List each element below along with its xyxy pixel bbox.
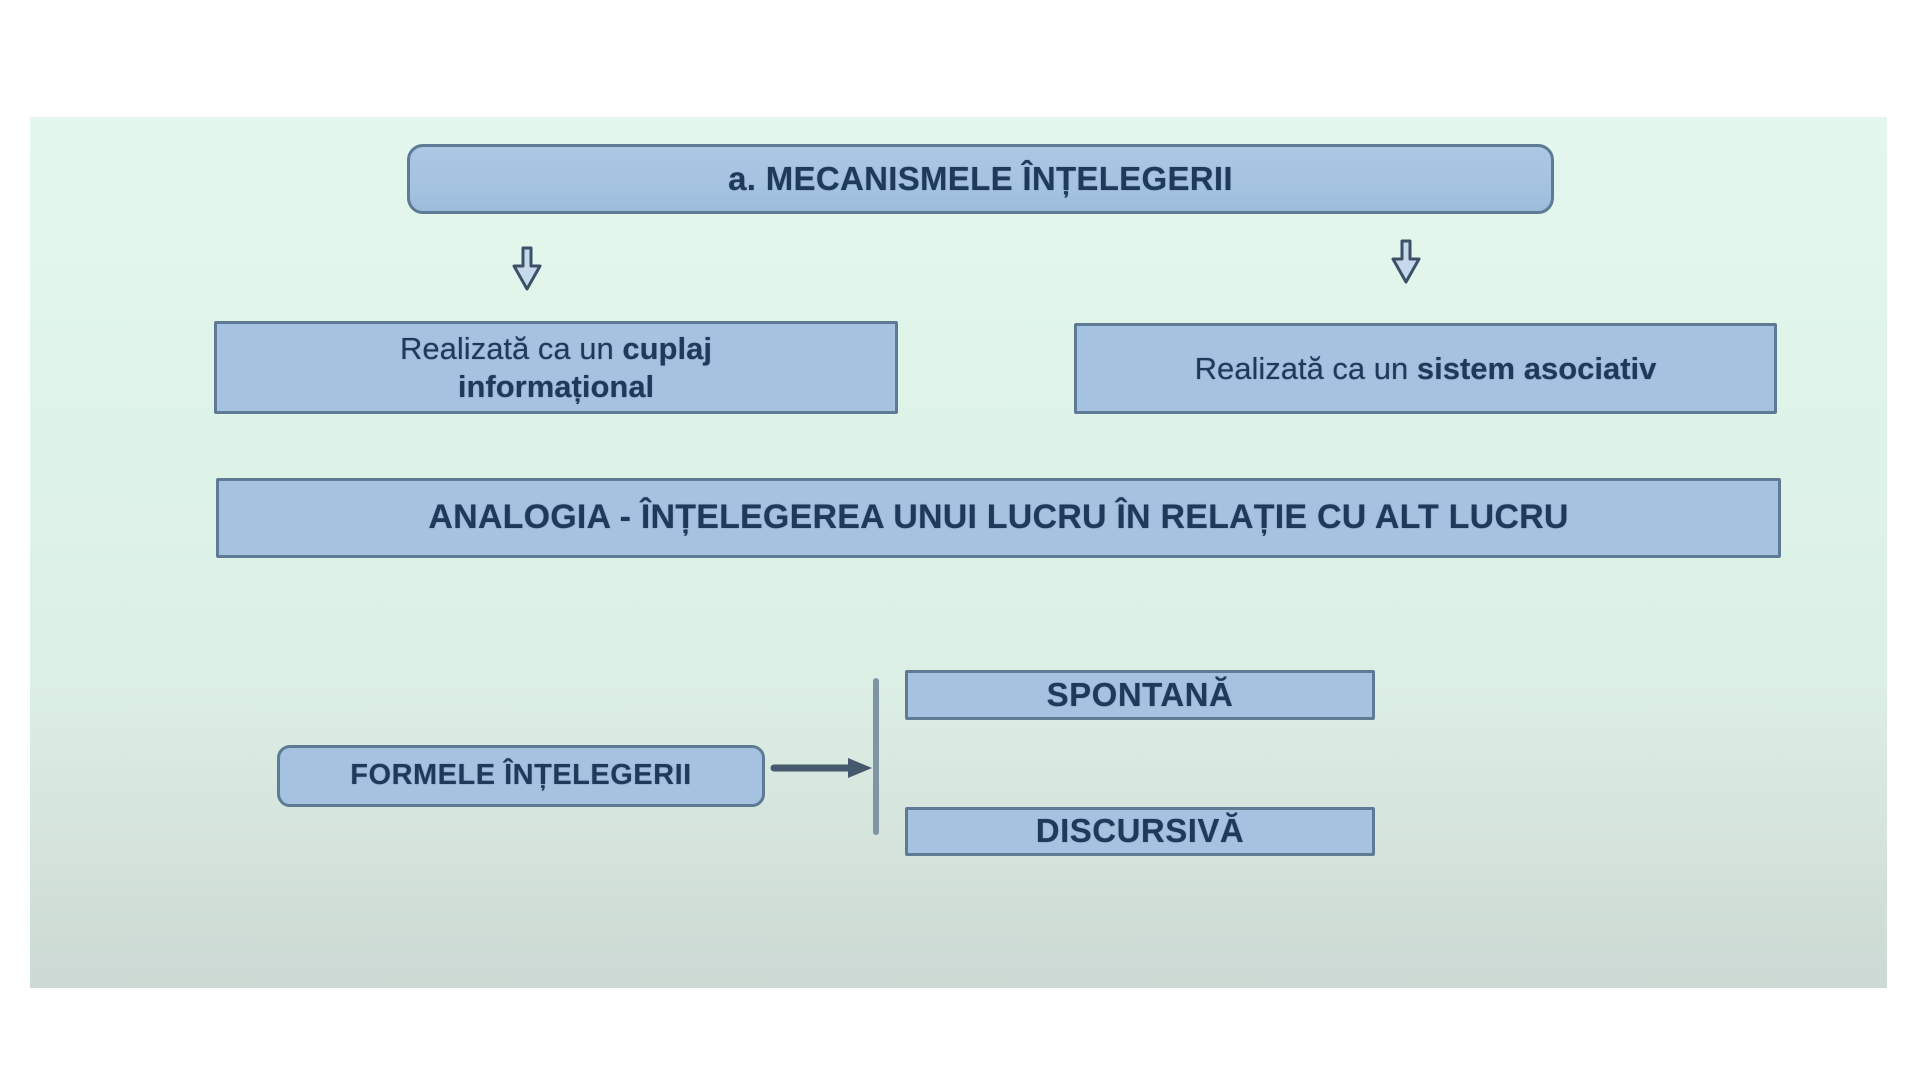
analogy-box: ANALOGIA - ÎNȚELEGEREA UNUI LUCRU ÎN REL… (216, 478, 1781, 558)
analogy-box-label: ANALOGIA - ÎNȚELEGEREA UNUI LUCRU ÎN REL… (428, 498, 1569, 537)
forms-box: FORMELE ÎNȚELEGERII (277, 745, 765, 807)
slide-background: a. MECANISMELE ÎNȚELEGERII Realizată ca … (30, 117, 1887, 988)
branch-discursiva-label: DISCURSIVĂ (1035, 812, 1245, 850)
forms-box-label: FORMELE ÎNȚELEGERII (350, 759, 692, 792)
coupling-box-line1: Realizată ca un cuplaj (400, 330, 712, 368)
branch-connector-line (873, 678, 879, 835)
coupling-box-bold-text: cuplaj (622, 330, 712, 366)
branch-spontana-label: SPONTANĂ (1046, 675, 1234, 713)
associative-box-bold-text: sistem asociativ (1416, 350, 1657, 386)
branch-box-spontana: SPONTANĂ (905, 670, 1375, 720)
right-arrow-icon (770, 758, 872, 778)
coupling-box-line2: informațional (457, 368, 655, 404)
branch-box-discursiva: DISCURSIVĂ (905, 807, 1375, 856)
coupling-box-regular-text: Realizată ca un (400, 330, 623, 366)
down-arrow-icon (512, 246, 542, 291)
title-box-label: a. MECANISMELE ÎNȚELEGERII (728, 159, 1233, 197)
coupling-box: Realizată ca un cuplaj informațional (214, 321, 898, 414)
down-arrow-icon (1391, 239, 1421, 284)
associative-box-regular-text: Realizată ca un (1194, 350, 1417, 386)
associative-box-line: Realizată ca un sistem asociativ (1195, 350, 1657, 388)
associative-box: Realizată ca un sistem asociativ (1074, 323, 1777, 414)
title-box: a. MECANISMELE ÎNȚELEGERII (407, 144, 1554, 214)
